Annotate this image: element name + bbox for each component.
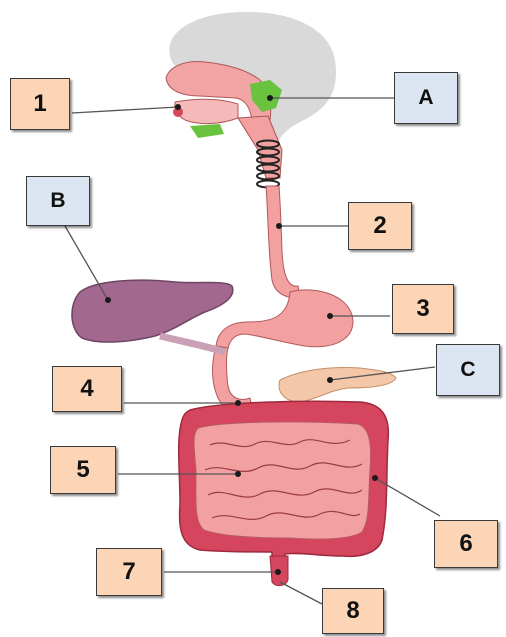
small-intestine [194, 422, 371, 539]
salivary-gland-lower [190, 124, 224, 138]
label-a: A [394, 72, 458, 124]
liver [72, 280, 233, 342]
esophagus [266, 186, 300, 297]
stomach [216, 290, 353, 348]
label-1: 1 [10, 78, 70, 130]
label-5: 5 [50, 446, 116, 494]
pancreas [279, 368, 396, 403]
duodenum [213, 346, 253, 411]
label-c: C [436, 344, 500, 396]
label-2: 2 [348, 202, 412, 250]
bile-duct [160, 336, 225, 352]
label-6: 6 [434, 520, 498, 568]
label-8: 8 [322, 588, 384, 634]
lower-jaw-mouth [175, 99, 238, 123]
label-3: 3 [392, 284, 454, 334]
label-4: 4 [52, 366, 122, 412]
label-7: 7 [96, 548, 162, 596]
label-b: B [26, 176, 90, 226]
